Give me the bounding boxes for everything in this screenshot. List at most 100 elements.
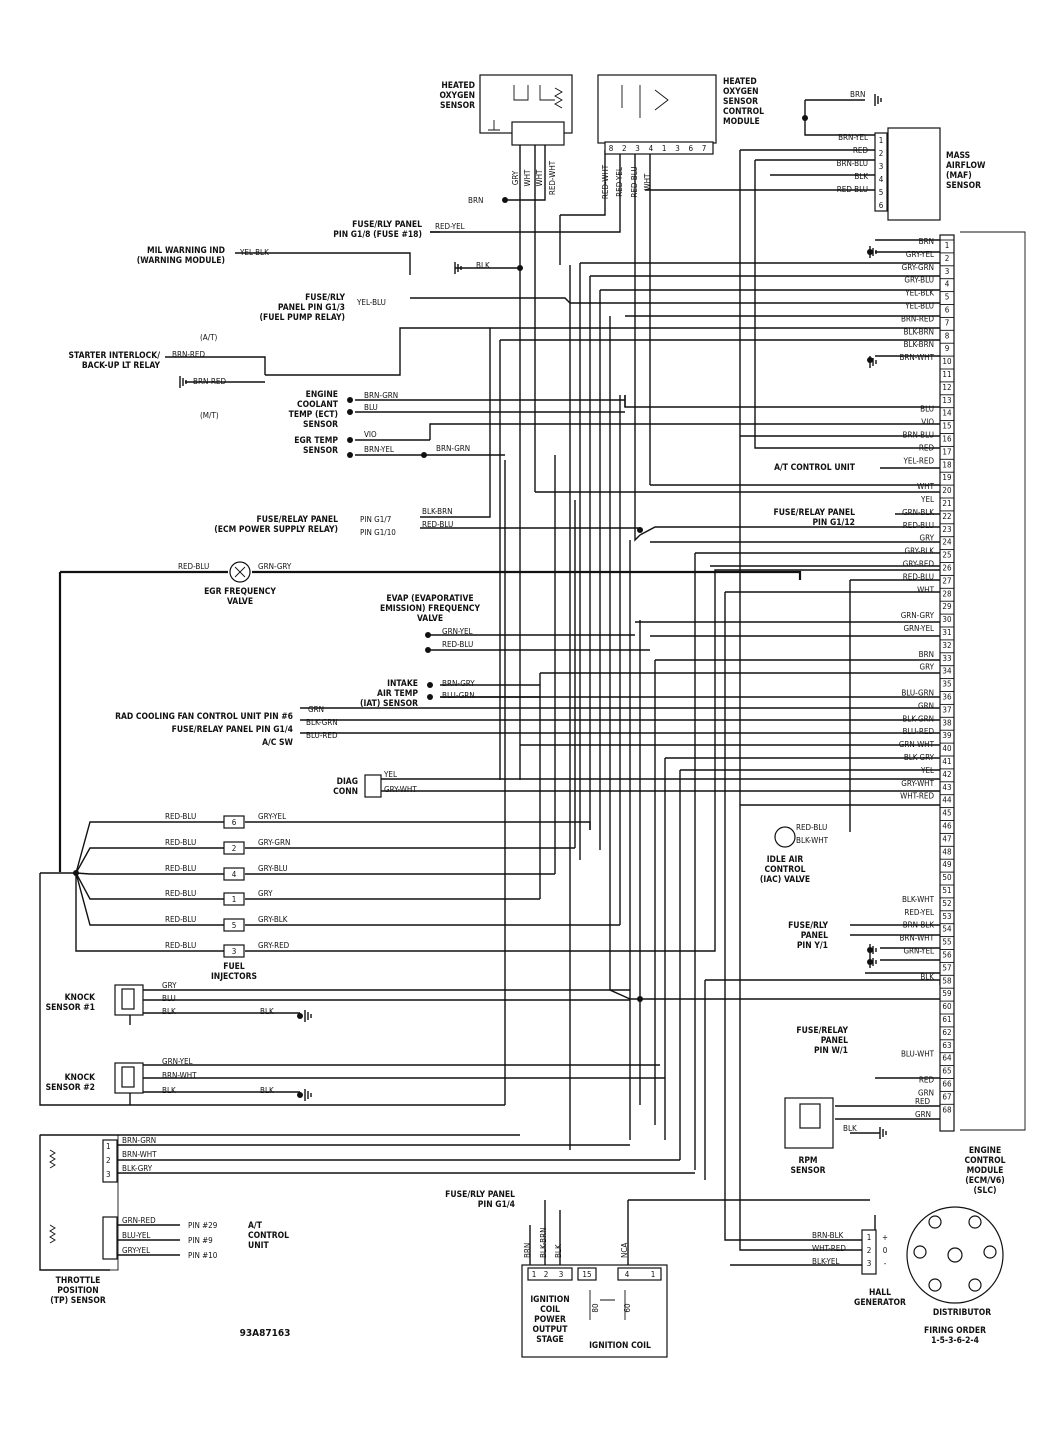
ecm-pin-number: 58 [942,976,952,985]
wire-knock2-grn-yel: GRN-YEL [162,1057,193,1066]
ho2s-module-wire-label: RED-YEL [615,167,624,197]
injector-number: 4 [232,870,237,879]
ecm-pin-wire-label: BRN-RED [901,314,934,323]
ecm-pin-wire-label: BLK-BRN [904,327,934,336]
ho2s-module-pin: 3 [635,144,640,153]
ground-icon [304,1089,312,1101]
ignition-coil-label: IGNITION COIL [589,1341,651,1351]
ecm-pin-number: 53 [942,912,951,921]
ecm-pin-number: 24 [942,538,952,547]
wire-yel-diag: YEL [383,770,397,779]
ecm-pin-wire-label: RED [919,443,935,452]
maf-pin-wire-label: BRN-YEL [838,133,868,142]
wire-blk-grn-fuse: BLK-GRN [306,718,338,727]
maf-pin-number: 4 [879,175,884,184]
ecm-pin-number: 21 [942,499,951,508]
ecm-pin-wire-label: YEL-BLK [904,289,934,298]
ecm-pin-wire-label: GRN-BLK [902,508,934,517]
at-control-unit-label: A/T CONTROL UNIT [774,463,856,473]
ecm-pin-wire-label: YEL-BLU [904,302,934,311]
wire-iac-red-blu: RED-BLU [796,823,827,832]
hall-generator-box [861,1229,877,1275]
ecm-pin-wire-label: WHT-RED [900,792,934,801]
distributor-label: DISTRIBUTOR [933,1308,991,1318]
mt-label: (M/T) [200,411,219,420]
ecm-pin-number: 19 [942,473,952,482]
ecm-pin-number: 10 [942,357,952,366]
wire-labels: BRN RED-YEL YEL-BLK BLK YEL-BLU BRN-RED … [106,90,931,1266]
wire-brn-ho2s: BRN [468,196,483,205]
ecm-pin-number: 38 [942,718,952,727]
starter-interlock-label: STARTER INTERLOCK/BACK-UP LT RELAY [69,351,161,371]
ecm-pin-wire-label: GRN-YEL [903,947,934,956]
maf-pin-number: 1 [879,136,884,145]
ignition-coil-box [521,1264,668,1358]
maf-pin-wire-label: BRN-BLU [837,159,868,168]
pin-g110-label: PIN G1/10 [360,528,396,537]
pin29-label: PIN #29 [188,1221,218,1230]
ecm-pin-number: 29 [942,602,952,611]
maf-pin-number: 2 [879,149,884,158]
hall-pin-sign: - [884,1259,887,1268]
ecm-pin-wire-label: BRN-WHT [899,353,934,362]
ecm-pin-number: 11 [942,370,951,379]
wire-red-yel-fuse: RED-YEL [435,222,465,231]
distributor-symbol [906,1206,1004,1304]
ecm-pin-wire-label: BLU-GRN [901,689,934,698]
maf-pin-number: 5 [879,188,884,197]
egr-valve-symbol [229,561,251,583]
ecm-pin-number: 3 [945,267,950,276]
ecm-pin-number: 42 [942,770,951,779]
wire-grn-gry-egr: GRN-GRY [258,562,292,571]
wire-iac-blk-wht: BLK-WHT [796,836,829,845]
wire-tp-brn-grn: BRN-GRN [122,1136,156,1145]
wire-knock1-blu: BLU [162,994,176,1003]
ecm-pin-number: 67 [942,1092,951,1101]
ecm-pin-number: 46 [942,822,952,831]
ecm-pin-wire-label: GRY [920,534,935,543]
ecm-pin-number: 27 [942,576,951,585]
tp-pin-2: 2 [106,1156,111,1165]
ecm-pin-wire-label: GRY-GRN [902,263,934,272]
wire-knock1-gry: GRY [162,981,177,990]
ecm-pin-wire-label: GRN-WHT [899,740,935,749]
ecm-pin-number: 54 [942,925,952,934]
wire-gry-wht-diag: GRY-WHT [384,785,417,794]
ecm-pin-wire-label: BLU [920,405,934,414]
ecm-pin-number: 5 [945,293,950,302]
wire-brn-grn-ect: BRN-GRN [364,391,398,400]
injector-in-wire: RED-BLU [165,864,196,873]
coil-pin-number: 1 [532,1270,537,1279]
ecm-pin-number: 25 [942,551,951,560]
ecm-pin-number: 8 [945,331,950,340]
maf-pin-number: 6 [879,201,884,210]
injector-number: 2 [232,844,237,853]
ecm-pin-number: 62 [942,1028,951,1037]
ecm-pin-wire-label: BRN [919,237,934,246]
ecm-pin-number: 43 [942,783,951,792]
wiring-lines [39,99,1026,1271]
wire-blk-ground: BLK [476,261,490,270]
wire-maf-brn: BRN [850,90,865,99]
ecm-pin-number: 1 [945,241,950,250]
ecm-pin-wire-label: GRN [918,701,934,710]
injector-out-wire: GRY-GRN [258,838,290,847]
wire-knock1-blk: BLK [162,1007,176,1016]
ecm-pin-wire-label: VIO [921,418,934,427]
tp-sensor-box [39,1134,119,1271]
wire-ign-blk: BLK [554,1244,563,1258]
pin9-label: PIN #9 [188,1236,213,1245]
injector-out-wire: GRY-BLK [258,915,288,924]
